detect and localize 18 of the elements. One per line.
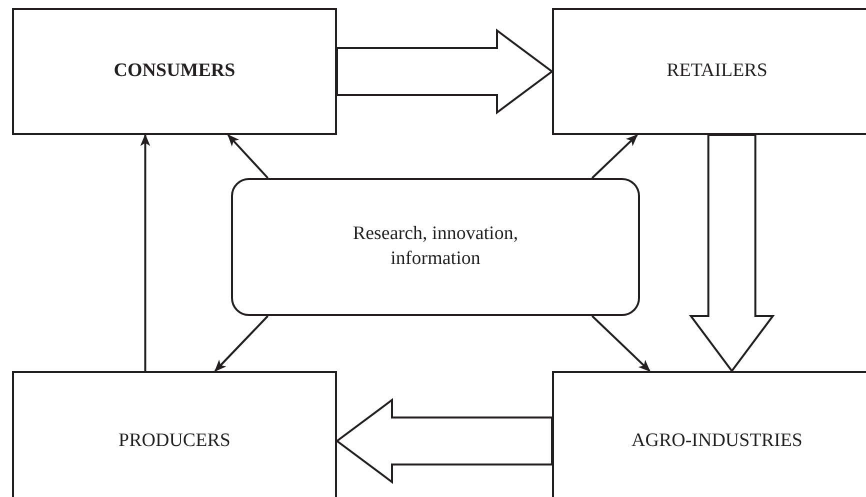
block-arrow	[688, 134, 775, 373]
box	[12, 371, 337, 497]
box	[12, 8, 337, 135]
arrow	[214, 315, 269, 372]
block-arrow	[336, 28, 554, 114]
box	[552, 8, 866, 135]
arrow	[227, 134, 269, 179]
arrow	[591, 134, 638, 179]
node-label: RETAILERS	[666, 59, 768, 84]
rounded-box	[231, 178, 640, 316]
block-arrow	[335, 398, 553, 484]
node-label: PRODUCERS	[118, 428, 230, 453]
arrow	[591, 315, 650, 372]
node-label: Research, innovation, information	[352, 222, 520, 271]
node-label: CONSUMERS	[114, 59, 236, 84]
node-label: AGRO-INDUSTRIES	[632, 428, 802, 453]
box	[552, 371, 866, 497]
arrow	[140, 134, 150, 371]
